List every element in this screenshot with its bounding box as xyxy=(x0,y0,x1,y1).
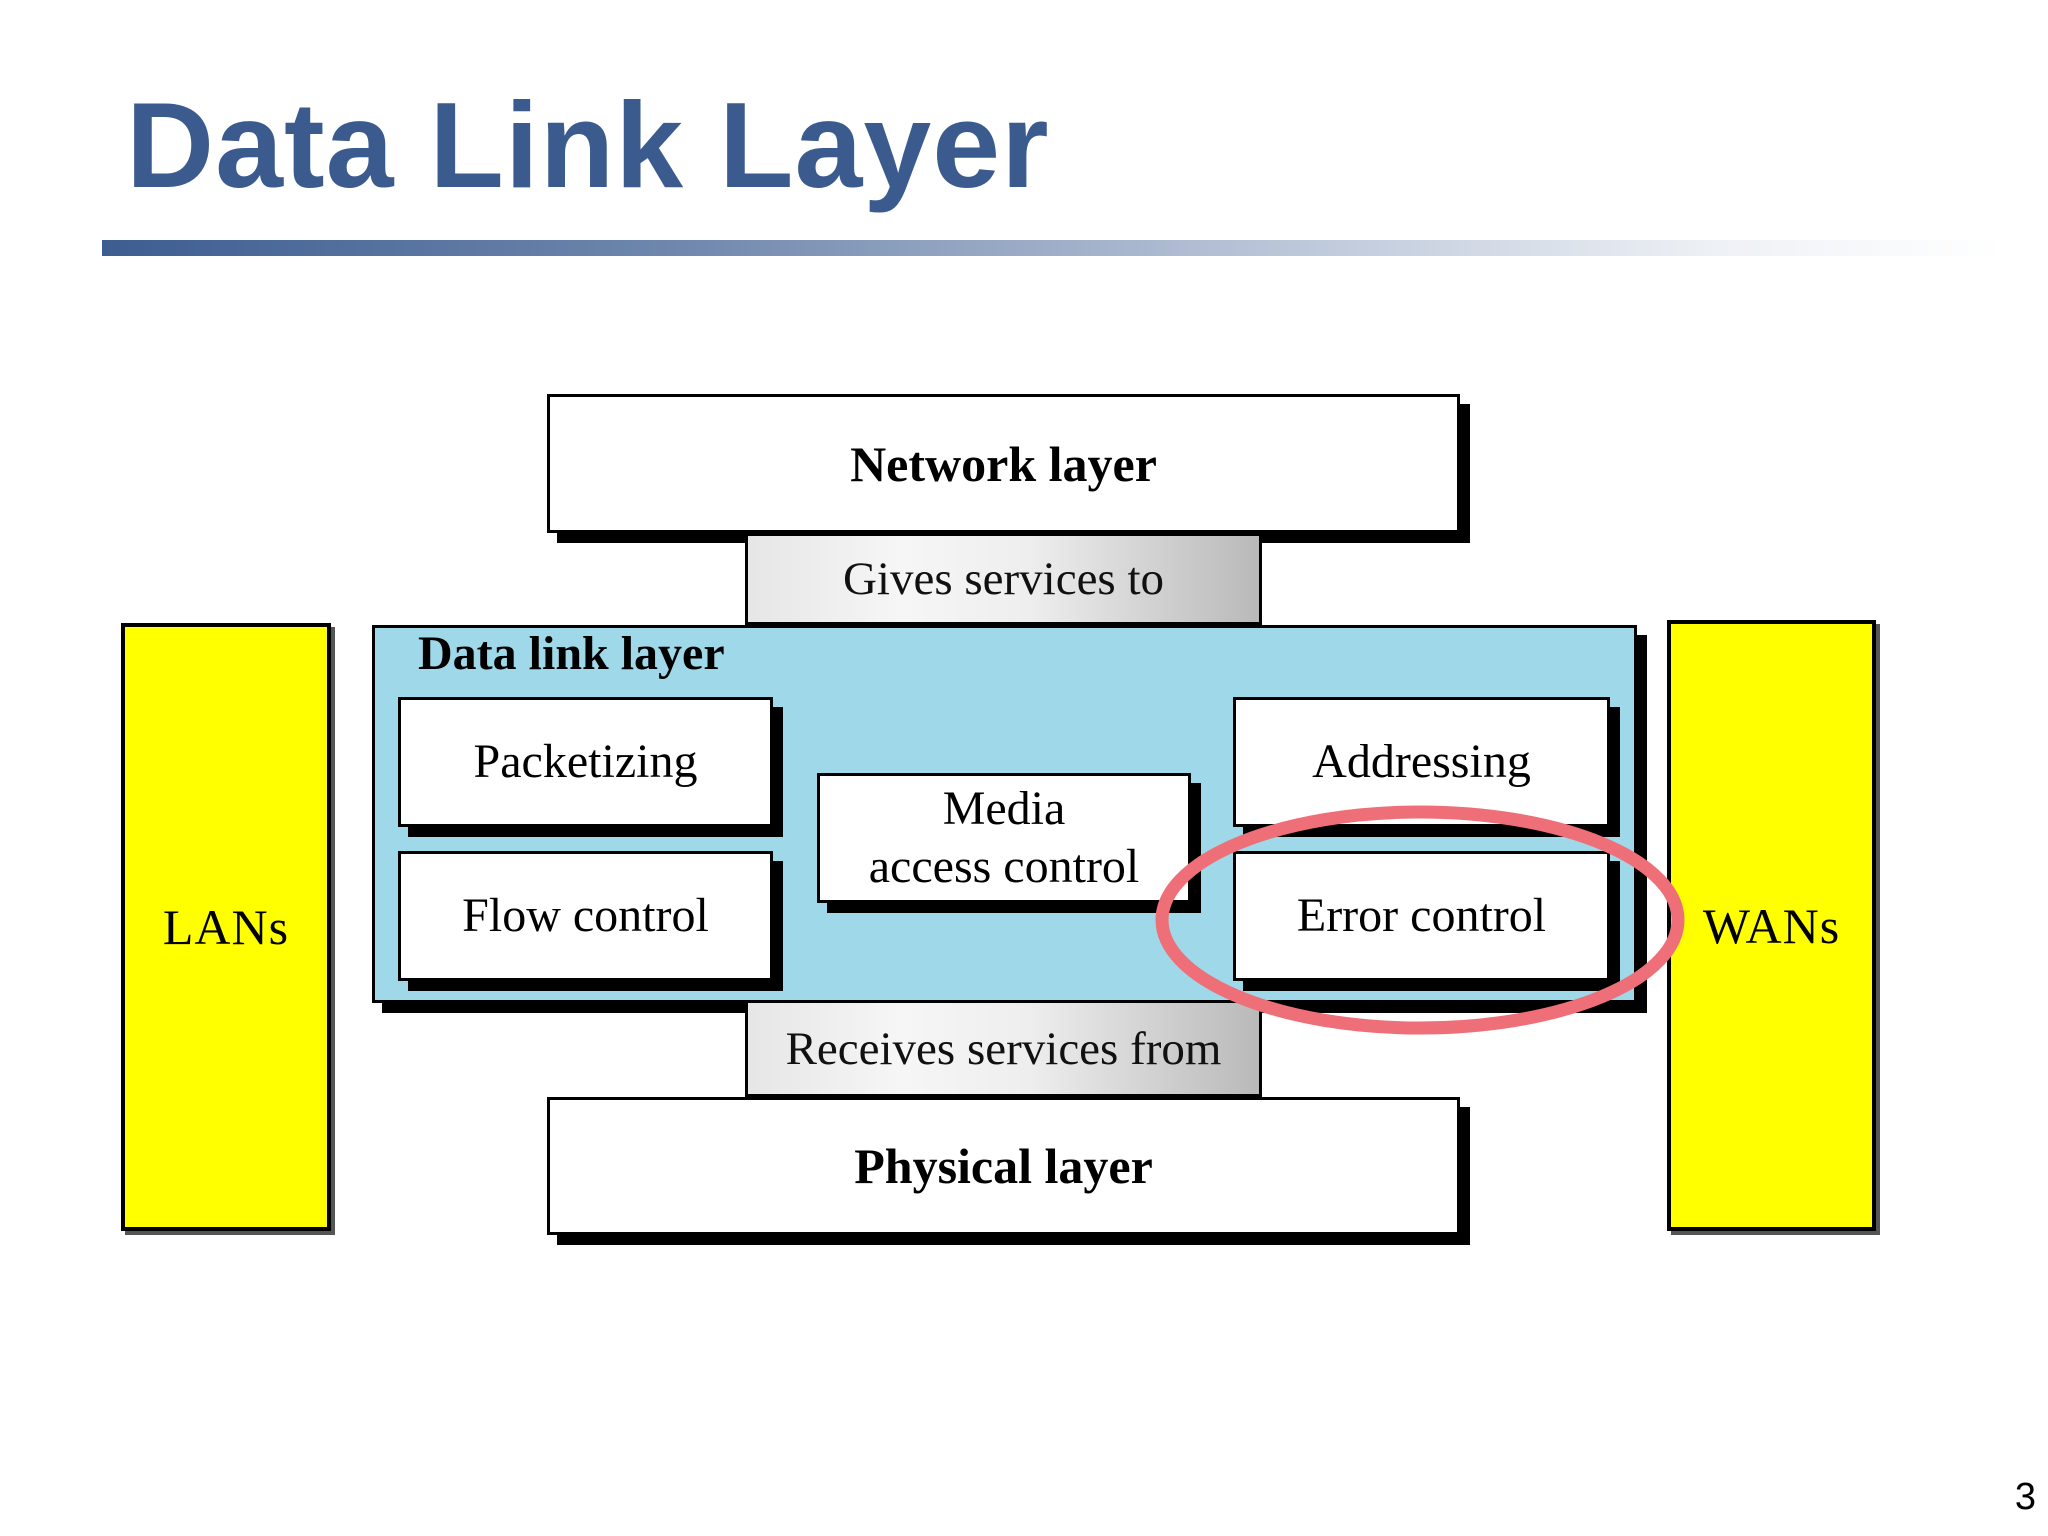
error-control-box: Error control xyxy=(1233,851,1610,981)
slide-title: Data Link Layer xyxy=(126,77,1050,213)
title-underline xyxy=(102,240,2002,256)
slide-number: 3 xyxy=(2014,1476,2036,1518)
wans-box: WANs xyxy=(1667,620,1876,1231)
receives-services-connector: Receives services from xyxy=(745,1003,1262,1097)
addressing-box: Addressing xyxy=(1233,697,1610,827)
network-layer-box: Network layer xyxy=(547,394,1460,533)
media-access-control-line2: access control xyxy=(868,840,1140,893)
error-control-highlight-ring xyxy=(1155,805,1685,1035)
physical-layer-box: Physical layer xyxy=(547,1097,1460,1235)
gives-services-connector: Gives services to xyxy=(745,533,1262,625)
packetizing-box: Packetizing xyxy=(398,697,773,827)
data-link-layer-label: Data link layer xyxy=(418,627,725,680)
media-access-control-line1: Media xyxy=(942,782,1066,835)
lans-box: LANs xyxy=(121,623,331,1231)
flow-control-box: Flow control xyxy=(398,851,773,981)
media-access-control-box: Media access control xyxy=(817,773,1191,903)
